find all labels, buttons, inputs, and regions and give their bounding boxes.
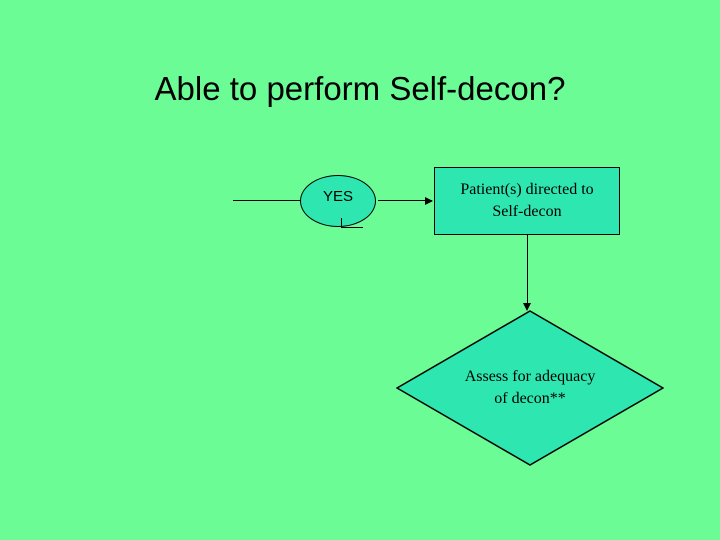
arrow-yes-to-process xyxy=(378,197,433,205)
connector-process-to-decision xyxy=(527,235,528,307)
process-box: Patient(s) directed to Self-decon xyxy=(434,167,620,235)
process-box-line-2: Self-decon xyxy=(492,203,562,220)
decision-line-1: Assess for adequacy xyxy=(464,368,596,386)
yes-label: YES xyxy=(322,188,353,205)
yes-ellipse-tail xyxy=(341,218,363,228)
process-box-line-1: Patient(s) directed to xyxy=(460,181,594,199)
decision-diamond: Assess for adequacy of decon** xyxy=(396,310,664,466)
incoming-connector-line xyxy=(233,200,301,201)
process-box-text: Patient(s) directed to Self-decon xyxy=(454,179,599,222)
diamond-shape-icon xyxy=(396,310,664,466)
page-title: Able to perform Self-decon? xyxy=(154,70,566,107)
arrowhead-down-icon xyxy=(523,303,531,311)
decision-line-2: of decon** xyxy=(494,390,566,407)
yes-ellipse-shape xyxy=(300,175,376,227)
decision-diamond-text: Assess for adequacy of decon** xyxy=(396,310,664,466)
